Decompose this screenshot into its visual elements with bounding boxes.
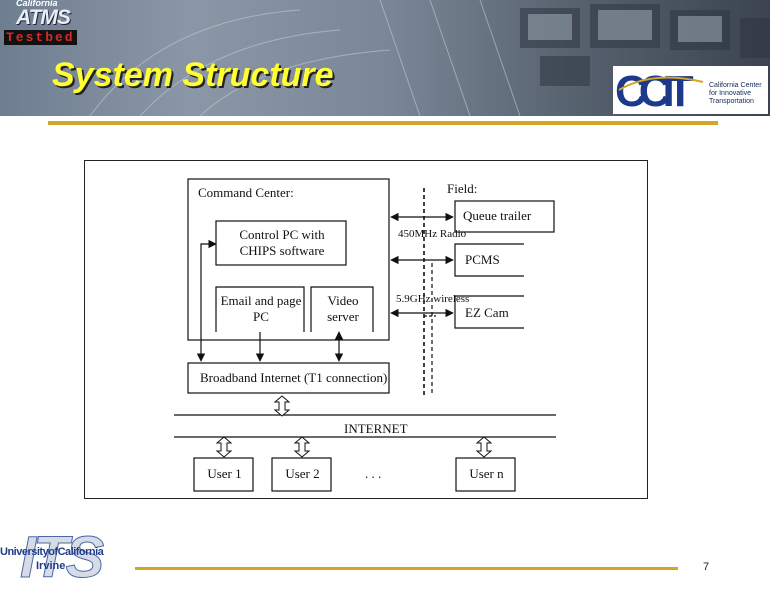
- email-pc-label: Email and page PC: [220, 293, 302, 324]
- its-line-2: Irvine: [36, 560, 66, 572]
- brand-line-1: California: [16, 0, 58, 8]
- user-n-label: User n: [469, 466, 504, 481]
- video-server-label: Video server: [327, 293, 359, 324]
- user-1-label: User 1: [207, 466, 242, 481]
- ccit-monogram-text: CCIT: [615, 67, 694, 114]
- ez-cam-label: EZ Cam: [465, 305, 509, 320]
- slide-title: System Structure: [52, 56, 334, 94]
- ccit-line-3: Transportation: [709, 98, 754, 105]
- ez-cam-box: [454, 295, 524, 329]
- control-broadband-arrow: [196, 239, 217, 362]
- its-line-1: UniversityofCalifornia: [0, 546, 104, 558]
- diagram-lines: [174, 178, 556, 492]
- its-uci-logo: ITS UniversityofCalifornia Irvine: [0, 525, 135, 591]
- page-number: 7: [703, 561, 710, 573]
- user-1-box: [193, 457, 254, 492]
- internet-label: INTERNET: [344, 421, 408, 436]
- ccit-logo: CCIT: [613, 66, 768, 116]
- pcms-label: PCMS: [465, 252, 500, 267]
- pcms-box: [454, 243, 524, 277]
- footer-rule: [135, 567, 678, 570]
- broadband-label: Broadband Internet (T1 connection): [200, 370, 388, 385]
- system-structure-diagram: Command Center: Control PC with CHIPS so…: [84, 160, 648, 499]
- ccit-line-2: for Innovative: [709, 90, 752, 97]
- its-mark: ITS: [19, 525, 104, 591]
- user-n-internet-arrow: [475, 436, 493, 458]
- brand-line-3: Testbed: [4, 30, 77, 45]
- command-center-box: [187, 178, 390, 341]
- user-2-box: [271, 457, 332, 492]
- user-2-internet-arrow: [293, 436, 311, 458]
- queue-trailer-box: [454, 200, 555, 233]
- user-n-box: [455, 457, 516, 492]
- brand-line-2: ATMS: [16, 6, 71, 29]
- header-background-art: [89, 0, 770, 116]
- broadband-internet-arrow: [273, 395, 291, 417]
- user-2-label: User 2: [285, 466, 320, 481]
- queue-trailer-label: Queue trailer: [463, 208, 532, 223]
- broadband-box: [187, 362, 390, 394]
- ellipsis-label: . . .: [365, 466, 382, 481]
- ccit-monogram-icon: CCIT: [615, 67, 704, 116]
- command-center-label: Command Center:: [198, 185, 294, 200]
- header-banner: California ATMS Testbed System Structure…: [0, 0, 770, 116]
- control-pc-label: Control PC with CHIPS software: [239, 227, 325, 258]
- user-1-internet-arrow: [215, 436, 233, 458]
- radio-link-label: 450MHz Radio: [398, 228, 467, 240]
- wireless-link-label: 5.9GHz wireless: [396, 293, 470, 305]
- ccit-logo-text: California Center for Innovative Transpo…: [709, 82, 769, 106]
- hollow-arrows: [215, 395, 493, 458]
- field-label: Field:: [447, 181, 478, 196]
- title-underline: [48, 121, 718, 125]
- video-server-box: [310, 286, 374, 332]
- california-atms-testbed-logo: California ATMS Testbed: [4, 0, 86, 46]
- ccit-line-1: California Center: [709, 82, 762, 89]
